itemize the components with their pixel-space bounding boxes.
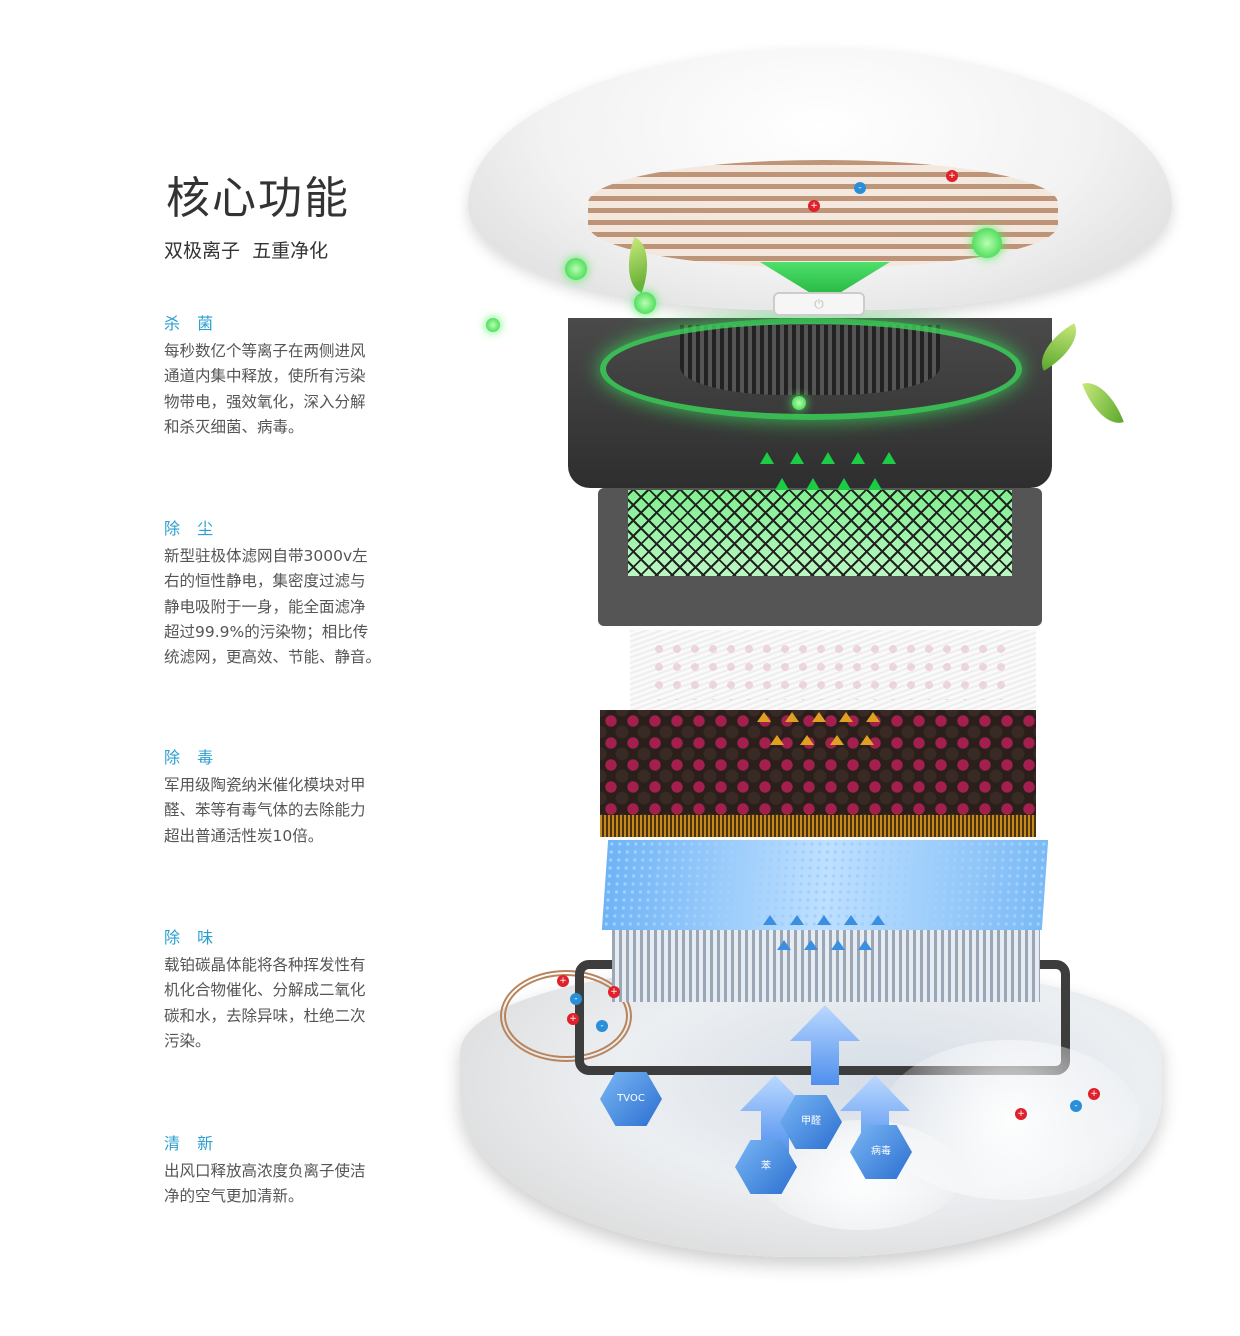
ion-orb-icon bbox=[565, 258, 587, 280]
arrow-up-icon bbox=[860, 735, 874, 745]
arrow-up-icon bbox=[830, 735, 844, 745]
negative-ion-icon: - bbox=[1070, 1100, 1082, 1112]
arrow-up-icon bbox=[763, 915, 777, 925]
feature-title: 杀 菌 bbox=[164, 314, 220, 333]
feature-text: 军用级陶瓷纳米催化模块对甲醛、苯等有毒气体的去除能力超出普通活性炭10倍。 bbox=[164, 776, 366, 845]
feature-text: 载铂碳晶体能将各种挥发性有机化合物催化、分解成二氧化碳和水，去除异味，杜绝二次污… bbox=[164, 956, 366, 1050]
arrow-up-icon bbox=[770, 735, 784, 745]
feature-detox: 除 毒 军用级陶瓷纳米催化模块对甲醛、苯等有毒气体的去除能力超出普通活性炭10倍… bbox=[164, 747, 414, 849]
arrow-up-icon bbox=[871, 915, 885, 925]
arrow-up-icon bbox=[775, 478, 789, 490]
arrow-up-icon bbox=[800, 735, 814, 745]
ion-orb-icon bbox=[972, 228, 1002, 258]
arrow-up-icon bbox=[858, 940, 872, 950]
feature-title: 清 新 bbox=[164, 1134, 220, 1153]
feature-text: 每秒数亿个等离子在两侧进风通道内集中释放，使所有污染物带电，强效氧化，深入分解和… bbox=[164, 342, 366, 436]
feature-dust-removal: 除 尘 新型驻极体滤网自带3000v左右的恒性静电，集密度过滤与静电吸附于一身，… bbox=[164, 518, 414, 670]
positive-ion-icon: + bbox=[567, 1013, 579, 1025]
airflow-ring bbox=[600, 318, 1022, 420]
arrow-up-icon bbox=[760, 452, 774, 464]
positive-ion-icon: + bbox=[1088, 1088, 1100, 1100]
ion-orb-icon bbox=[792, 396, 806, 410]
positive-ion-icon: + bbox=[608, 986, 620, 998]
page-title: 核心功能 bbox=[166, 173, 350, 224]
arrow-up-icon bbox=[757, 712, 771, 722]
ion-coil bbox=[500, 970, 632, 1062]
arrow-up-icon bbox=[882, 452, 896, 464]
arrow-up-icon bbox=[785, 712, 799, 722]
arrow-up-icon bbox=[844, 915, 858, 925]
arrow-up-icon bbox=[868, 478, 882, 490]
feature-title: 除 味 bbox=[164, 928, 220, 947]
negative-ion-icon: - bbox=[570, 993, 582, 1005]
arrow-up-icon bbox=[790, 915, 804, 925]
feature-text: 新型驻极体滤网自带3000v左右的恒性静电，集密度过滤与静电吸附于一身，能全面滤… bbox=[164, 547, 382, 667]
arrow-up-icon bbox=[806, 478, 820, 490]
feature-title: 除 尘 bbox=[164, 519, 220, 538]
ion-orb-icon bbox=[486, 318, 500, 332]
leaf-icon bbox=[1082, 375, 1124, 431]
feature-sterilize: 杀 菌 每秒数亿个等离子在两侧进风通道内集中释放，使所有污染物带电，强效氧化，深… bbox=[164, 313, 414, 440]
power-button[interactable]: ⏻ bbox=[773, 292, 865, 316]
pleated-filter-layer bbox=[612, 930, 1040, 1002]
negative-ion-icon: - bbox=[596, 1020, 608, 1032]
arrow-up-icon bbox=[839, 712, 853, 722]
feature-deodorize: 除 味 载铂碳晶体能将各种挥发性有机化合物催化、分解成二氧化碳和水，去除异味，杜… bbox=[164, 927, 414, 1054]
feature-text: 出风口释放高浓度负离子使洁净的空气更加清新。 bbox=[164, 1162, 366, 1206]
feature-title: 除 毒 bbox=[164, 748, 220, 767]
page-subtitle: 双极离子 五重净化 bbox=[164, 240, 329, 262]
arrow-up-icon bbox=[777, 940, 791, 950]
ion-orb-icon bbox=[634, 292, 656, 314]
carbon-filter-edge bbox=[600, 815, 1036, 837]
arrow-up-icon bbox=[837, 478, 851, 490]
arrow-up-icon bbox=[804, 940, 818, 950]
arrow-up-icon bbox=[812, 712, 826, 722]
negative-ion-icon: - bbox=[854, 182, 866, 194]
arrow-up-icon bbox=[866, 712, 880, 722]
arrow-up-icon bbox=[790, 452, 804, 464]
electret-filter-mesh bbox=[628, 490, 1012, 576]
arrow-up-icon bbox=[821, 452, 835, 464]
positive-ion-icon: + bbox=[946, 170, 958, 182]
positive-ion-icon: + bbox=[557, 975, 569, 987]
positive-ion-icon: + bbox=[808, 200, 820, 212]
arrow-up-icon bbox=[851, 452, 865, 464]
arrow-up-icon bbox=[817, 915, 831, 925]
positive-ion-icon: + bbox=[1015, 1108, 1027, 1120]
arrow-up-icon bbox=[831, 940, 845, 950]
particle-dots bbox=[650, 640, 1010, 700]
carbon-filter-layer bbox=[600, 710, 1036, 820]
feature-freshen: 清 新 出风口释放高浓度负离子使洁净的空气更加清新。 bbox=[164, 1133, 414, 1210]
